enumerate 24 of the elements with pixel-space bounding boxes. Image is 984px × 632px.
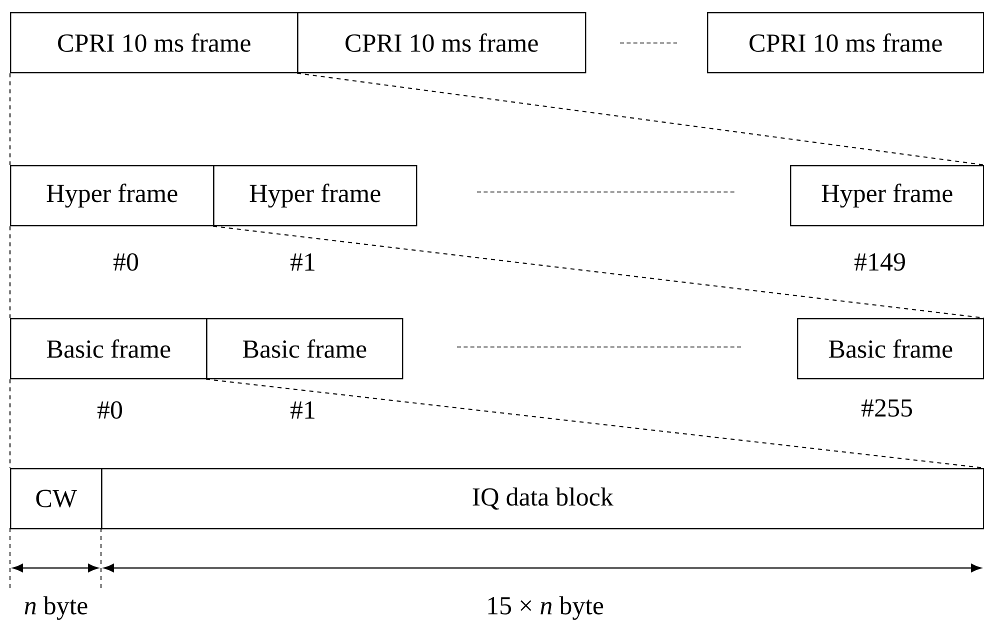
zoom-line xyxy=(206,378,984,469)
zoom-line xyxy=(9,226,11,318)
frame-box: Hyper frame xyxy=(790,165,984,226)
frame-box: IQ data block xyxy=(101,468,984,530)
frame-box: CPRI 10 ms frame xyxy=(297,12,586,74)
frame-number: #1 xyxy=(290,401,314,419)
frame-box: Basic frame xyxy=(797,318,984,380)
frame-box: Hyper frame xyxy=(213,165,418,226)
frame-number: #149 xyxy=(854,253,905,271)
frame-box: Basic frame xyxy=(10,318,208,380)
frame-number: #1 xyxy=(290,253,314,271)
zoom-line xyxy=(9,73,11,165)
frame-box: Hyper frame xyxy=(10,165,214,226)
zoom-line xyxy=(296,72,984,166)
frame-number: #255 xyxy=(861,399,912,417)
frame-number: #0 xyxy=(97,401,122,419)
frame-box: CPRI 10 ms frame xyxy=(707,12,984,74)
frame-box: CPRI 10 ms frame xyxy=(10,12,298,74)
zoom-line xyxy=(9,379,11,468)
frame-box: Basic frame xyxy=(206,318,404,380)
frame-box: CW xyxy=(10,468,102,530)
dimension-label: n byte xyxy=(24,596,88,620)
frame-number: #0 xyxy=(113,253,138,271)
dimension-label: 15 × n byte xyxy=(488,596,604,620)
